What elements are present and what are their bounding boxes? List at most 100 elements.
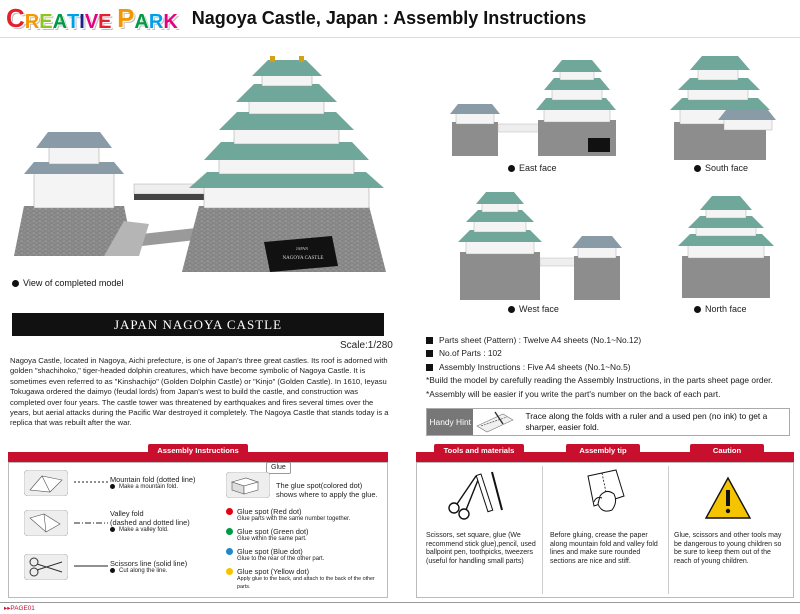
glue-red-item: Glue spot (Red dot) Glue parts with the …	[226, 507, 350, 524]
main-keep-roof-top	[252, 60, 322, 76]
square-bullet-icon	[426, 350, 433, 358]
mountain-fold-icon	[24, 470, 68, 496]
square-bullet-icon	[426, 337, 433, 344]
west-face-illustration	[458, 192, 622, 300]
logo-letter: T	[67, 11, 80, 33]
golden-shachihoko-right	[299, 56, 304, 62]
crease-hand-icon	[587, 469, 625, 512]
bullet-icon	[110, 568, 115, 573]
warning-icon	[704, 476, 752, 519]
main-keep-roof-4	[236, 84, 337, 102]
assembly-tip-tab: Assembly tip	[566, 444, 640, 458]
logo-letter: K	[163, 11, 178, 33]
logo-letter: I	[79, 11, 85, 33]
castle-name-banner: JAPAN NAGOYA CASTLE	[12, 313, 384, 336]
blue-dot-icon	[226, 548, 233, 555]
page-number: PAGE01	[10, 605, 35, 612]
assembly-instructions-tab: Assembly Instructions	[148, 444, 248, 458]
red-dot-icon	[226, 508, 233, 515]
handy-hint-tab: Handy Hint	[427, 409, 474, 435]
bullet-icon	[110, 484, 115, 489]
scissors-icon	[24, 554, 68, 580]
caution-text: Glue, scissors and other tools may be da…	[674, 532, 782, 565]
page-title: Nagoya Castle, Japan : Assembly Instruct…	[191, 8, 587, 28]
main-keep-roof-2	[204, 142, 369, 160]
instructions-info: Assembly Instructions : Five A4 sheets (…	[426, 361, 796, 374]
note-1: *Build the model by carefully reading th…	[426, 375, 773, 386]
bullet-icon	[508, 305, 515, 313]
scale-label: Scale:1/280	[340, 340, 393, 351]
scissors-line	[74, 565, 108, 567]
west-face-label: West face	[508, 304, 559, 314]
small-keep-roof-upper	[36, 132, 112, 148]
logo-letter: C	[6, 3, 25, 33]
name-plaque	[264, 236, 338, 272]
glue-blue-item: Glue spot (Blue dot) Glue to the rear of…	[226, 547, 324, 564]
glue-green-item: Glue spot (Green dot) Glue within the sa…	[226, 527, 308, 544]
yellow-dot-icon	[226, 568, 233, 575]
south-face-label: South face	[694, 163, 748, 173]
valley-fold-item: Valley fold (dashed and dotted line) Mak…	[110, 509, 190, 533]
logo-letter: A	[52, 11, 68, 33]
logo-letter: E	[98, 11, 112, 33]
scissors-line-item: Scissors line (solid line) Cut along the…	[110, 559, 188, 574]
tools-icon	[448, 471, 503, 520]
handy-hint-box: Handy Hint Trace along the folds with a …	[426, 408, 790, 436]
divider	[542, 466, 543, 594]
stone-steps	[104, 221, 149, 256]
square-bullet-icon	[426, 363, 433, 371]
golden-shachihoko-left	[270, 56, 275, 62]
tools-text: Scissors, set square, glue (We recommend…	[426, 532, 536, 565]
handy-hint-text: Trace along the folds with a ruler and a…	[525, 411, 768, 432]
ruler-pen-icon	[473, 409, 517, 435]
logo-letter: P	[117, 3, 135, 33]
east-face-illustration	[450, 60, 616, 156]
south-face-illustration	[670, 56, 776, 160]
bullet-icon	[110, 527, 115, 532]
page-footer: ▸▸PAGE01	[0, 602, 800, 614]
glue-description: The glue spot(colored dot) shows where t…	[276, 481, 378, 499]
small-keep-wall	[33, 167, 115, 209]
divider	[668, 466, 669, 594]
connecting-bridge	[124, 226, 214, 248]
bullet-icon	[12, 279, 19, 287]
north-face-label: North face	[694, 304, 747, 314]
glue-yellow-item: Glue spot (Yellow dot) Apply glue to the…	[226, 567, 386, 591]
mountain-fold-line	[74, 481, 108, 483]
logo-letter: R	[24, 11, 40, 33]
green-dot-icon	[226, 528, 233, 535]
parts-info: Parts sheet (Pattern) : Twelve A4 sheets…	[426, 334, 796, 401]
plaque-bottom-text: NAGOYA CASTLE	[283, 256, 324, 261]
tip-text: Before gluing, crease the paper along mo…	[550, 532, 658, 565]
tools-materials-tab: Tools and materials	[434, 444, 524, 458]
valley-fold-line	[74, 522, 108, 524]
main-keep-roof-3	[219, 112, 354, 130]
castle-main-illustration: JAPAN NAGOYA CASTLE	[14, 56, 386, 272]
glue-tag: Glue	[266, 462, 291, 474]
plaque-top-text: JAPAN	[296, 246, 308, 251]
valley-fold-icon	[24, 510, 68, 536]
castle-description: Nagoya Castle, located in Nagoya, Aichi …	[10, 356, 389, 428]
num-parts-info: No.of Parts : 102	[426, 347, 796, 360]
main-keep-roof-1	[189, 172, 384, 188]
east-face-label: East face	[508, 163, 557, 173]
logo-letter: V	[84, 11, 99, 33]
page-arrow-icon: ▸▸	[4, 605, 11, 612]
caution-tab: Caution	[690, 444, 764, 458]
logo-letter: E	[39, 11, 53, 33]
note-2: *Assembly will be easier if you write th…	[426, 388, 721, 399]
assembly-instructions-panel	[8, 462, 388, 598]
north-face-illustration	[678, 196, 774, 298]
logo-letter: A	[134, 11, 149, 33]
small-keep-roof-lower	[24, 162, 124, 174]
logo-letter: R	[148, 11, 164, 33]
bullet-icon	[694, 164, 701, 172]
parts-sheet-info: Parts sheet (Pattern) : Twelve A4 sheets…	[426, 334, 796, 347]
bullet-icon	[694, 305, 701, 313]
bullet-icon	[508, 164, 515, 172]
glue-spot-icon	[226, 472, 270, 498]
mountain-fold-item: Mountain fold (dotted line) Make a mount…	[110, 475, 196, 490]
view-completed-label: View of completed model	[12, 278, 123, 288]
